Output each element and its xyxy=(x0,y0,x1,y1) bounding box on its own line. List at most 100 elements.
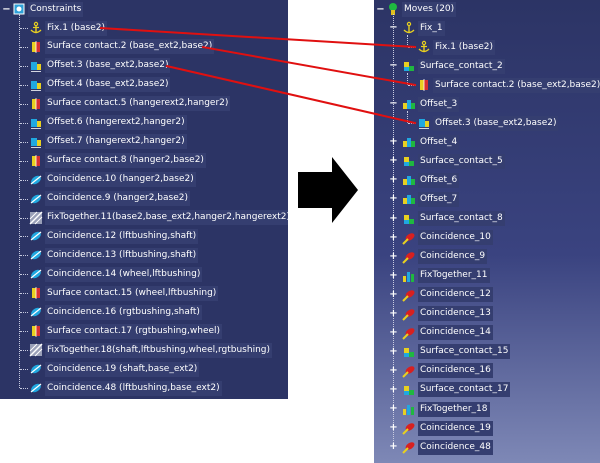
constraint-label: Surface contact.2 (base_ext2,base2) xyxy=(45,39,215,55)
constraint-item-surface-contact-17-rgtbushing-wheel[interactable]: Surface contact.17 (rgtbushing,wheel) xyxy=(29,322,223,340)
constraint-label: Coincidence.14 (wheel,lftbushing) xyxy=(45,266,203,282)
constraint-label: Coincidence.12 (lftbushing,shaft) xyxy=(45,228,199,244)
move-item-surface-contact-15[interactable]: Surface_contact_15 xyxy=(402,343,511,361)
move-item-surface-contact-17[interactable]: Surface_contact_17 xyxy=(402,381,511,399)
expand-icon[interactable]: + xyxy=(389,269,398,281)
expand-icon[interactable]: + xyxy=(389,136,398,148)
tree-branch-line xyxy=(20,84,28,86)
move-child-offset-3-base-ext2-base2[interactable]: Offset.3 (base_ext2,base2) xyxy=(417,114,559,132)
collapse-icon[interactable]: − xyxy=(389,98,398,110)
constraint-label: Coincidence.48 (lftbushing,base_ext2) xyxy=(45,380,222,396)
collapse-icon[interactable]: − xyxy=(2,3,11,15)
tree-branch-line xyxy=(20,103,28,105)
move-label: Surface_contact_2 xyxy=(418,58,505,74)
move-item-coincidence-12[interactable]: Coincidence_12 xyxy=(402,286,493,304)
move-item-coincidence-10[interactable]: Coincidence_10 xyxy=(402,229,493,247)
constraint-item-coincidence-19-shaft-base-ext2[interactable]: Coincidence.19 (shaft,base_ext2) xyxy=(29,360,200,378)
constraint-item-coincidence-14-wheel-lftbushing[interactable]: Coincidence.14 (wheel,lftbushing) xyxy=(29,265,203,283)
move-item-surface-contact-5[interactable]: Surface_contact_5 xyxy=(402,152,505,170)
constraint-item-surface-contact-8-hanger2-base2[interactable]: Surface contact.8 (hanger2,base2) xyxy=(29,152,206,170)
constraint-label: Coincidence.10 (hanger2,base2) xyxy=(45,172,196,188)
constraint-label: Coincidence.19 (shaft,base_ext2) xyxy=(45,361,200,377)
move-item-surface-contact-2[interactable]: Surface_contact_2 xyxy=(402,57,505,75)
surface-contact-icon xyxy=(402,212,416,226)
move-item-offset-6[interactable]: Offset_6 xyxy=(402,171,460,189)
expand-icon[interactable]: + xyxy=(389,345,398,357)
move-label: Offset_3 xyxy=(418,96,460,112)
surface-contact-icon xyxy=(29,324,43,338)
expand-icon[interactable]: + xyxy=(389,403,398,414)
expand-icon[interactable]: + xyxy=(389,326,398,338)
move-item-coincidence-14[interactable]: Coincidence_14 xyxy=(402,324,493,342)
expand-icon[interactable]: + xyxy=(389,422,398,434)
expand-icon[interactable]: + xyxy=(389,250,398,262)
offset-icon xyxy=(402,173,416,187)
moves-root-icon xyxy=(386,2,400,16)
tree-branch-line xyxy=(20,293,28,295)
constraint-label: Offset.4 (base_ext2,base2) xyxy=(45,77,171,93)
move-item-coincidence-9[interactable]: Coincidence_9 xyxy=(402,248,488,266)
move-child-fix-1-base2[interactable]: Fix.1 (base2) xyxy=(417,38,495,56)
constraint-item-coincidence-9-hanger2-base2[interactable]: Coincidence.9 (hanger2,base2) xyxy=(29,190,190,208)
offset-icon xyxy=(417,116,431,130)
move-item-fix-1[interactable]: Fix_1 xyxy=(402,19,445,37)
expand-icon[interactable]: + xyxy=(389,383,398,395)
tree-root-moves[interactable]: − Moves (20) xyxy=(376,0,457,18)
constraint-item-coincidence-12-lftbushing-shaft[interactable]: Coincidence.12 (lftbushing,shaft) xyxy=(29,227,199,245)
move-label: Coincidence_10 xyxy=(418,230,493,246)
constraint-label: Coincidence.13 (lftbushing,shaft) xyxy=(45,247,199,263)
move-child-surface-contact-2-base-ext2-base2[interactable]: Surface contact.2 (base_ext2,base2) xyxy=(417,76,600,94)
constraint-item-offset-7-hangerext2-hanger2[interactable]: Offset.7 (hangerext2,hanger2) xyxy=(29,133,187,151)
move-item-fixtogether-18[interactable]: FixTogether_18 xyxy=(402,400,490,418)
offset-icon xyxy=(29,78,43,92)
expand-icon[interactable]: + xyxy=(389,288,398,300)
move-item-fixtogether-11[interactable]: FixTogether_11 xyxy=(402,267,490,285)
tree-branch-line xyxy=(408,47,416,49)
collapse-icon[interactable]: − xyxy=(389,22,398,33)
expand-icon[interactable]: + xyxy=(389,174,398,186)
constraint-item-surface-contact-15-wheel-lftbushing[interactable]: Surface contact.15 (wheel,lftbushing) xyxy=(29,284,219,302)
move-item-offset-4[interactable]: Offset_4 xyxy=(402,133,460,151)
constraint-item-fix-1-base2[interactable]: Fix.1 (base2) xyxy=(29,19,107,37)
constraint-item-coincidence-48-lftbushing-base-ext2[interactable]: Coincidence.48 (lftbushing,base_ext2) xyxy=(29,379,222,397)
constraint-item-coincidence-13-lftbushing-shaft[interactable]: Coincidence.13 (lftbushing,shaft) xyxy=(29,246,199,264)
collapse-icon[interactable]: − xyxy=(376,3,385,15)
expand-icon[interactable]: + xyxy=(389,155,398,167)
move-item-coincidence-13[interactable]: Coincidence_13 xyxy=(402,305,493,323)
surface-contact-icon xyxy=(402,383,416,397)
coincidence-icon xyxy=(402,307,416,321)
expand-icon[interactable]: + xyxy=(389,441,398,453)
move-label: Coincidence_9 xyxy=(418,249,488,265)
move-label: Offset_6 xyxy=(418,172,460,188)
move-item-offset-3[interactable]: Offset_3 xyxy=(402,95,460,113)
collapse-icon[interactable]: − xyxy=(389,60,398,72)
tree-root-constraints[interactable]: − Constraints xyxy=(2,0,84,18)
move-label: Coincidence_48 xyxy=(418,439,493,455)
constraint-item-surface-contact-5-hangerext2-hanger2[interactable]: Surface contact.5 (hangerext2,hanger2) xyxy=(29,95,231,113)
tree-branch-line xyxy=(20,331,28,333)
expand-icon[interactable]: + xyxy=(389,364,398,376)
constraints-tree-panel: − Constraints Fix.1 (base2) Surface conta… xyxy=(0,0,288,399)
tree-connector-line xyxy=(407,73,408,86)
constraint-item-offset-4-base-ext2-base2[interactable]: Offset.4 (base_ext2,base2) xyxy=(29,76,171,94)
expand-icon[interactable]: + xyxy=(389,212,398,224)
constraint-item-fixtogether-18-shaft-lftbushing-wheel-rgtbushing[interactable]: FixTogether.18(shaft,lftbushing,wheel,rg… xyxy=(29,341,273,359)
constraint-item-surface-contact-2-base-ext2-base2[interactable]: Surface contact.2 (base_ext2,base2) xyxy=(29,38,215,56)
expand-icon[interactable]: + xyxy=(389,231,398,243)
tree-branch-line xyxy=(20,312,28,314)
move-item-surface-contact-8[interactable]: Surface_contact_8 xyxy=(402,210,505,228)
constraint-item-offset-6-hangerext2-hanger2[interactable]: Offset.6 (hangerext2,hanger2) xyxy=(29,114,187,132)
constraint-item-offset-3-base-ext2-base2[interactable]: Offset.3 (base_ext2,base2) xyxy=(29,57,171,75)
constraint-item-fixtogether-11-base2-base-ext2-hanger2-hangerext2[interactable]: FixTogether.11(base2,base_ext2,hanger2,h… xyxy=(29,209,288,227)
move-item-coincidence-19[interactable]: Coincidence_19 xyxy=(402,419,493,437)
move-item-offset-7[interactable]: Offset_7 xyxy=(402,190,460,208)
constraint-item-coincidence-10-hanger2-base2[interactable]: Coincidence.10 (hanger2,base2) xyxy=(29,171,196,189)
surface-contact-icon xyxy=(402,345,416,359)
move-item-coincidence-48[interactable]: Coincidence_48 xyxy=(402,438,493,456)
expand-icon[interactable]: + xyxy=(389,193,398,205)
move-label: Coincidence_16 xyxy=(418,363,493,379)
constraint-item-coincidence-16-rgtbushing-shaft[interactable]: Coincidence.16 (rgtbushing,shaft) xyxy=(29,303,202,321)
move-item-coincidence-16[interactable]: Coincidence_16 xyxy=(402,362,493,380)
constraint-label: Surface contact.5 (hangerext2,hanger2) xyxy=(45,96,231,112)
expand-icon[interactable]: + xyxy=(389,307,398,319)
